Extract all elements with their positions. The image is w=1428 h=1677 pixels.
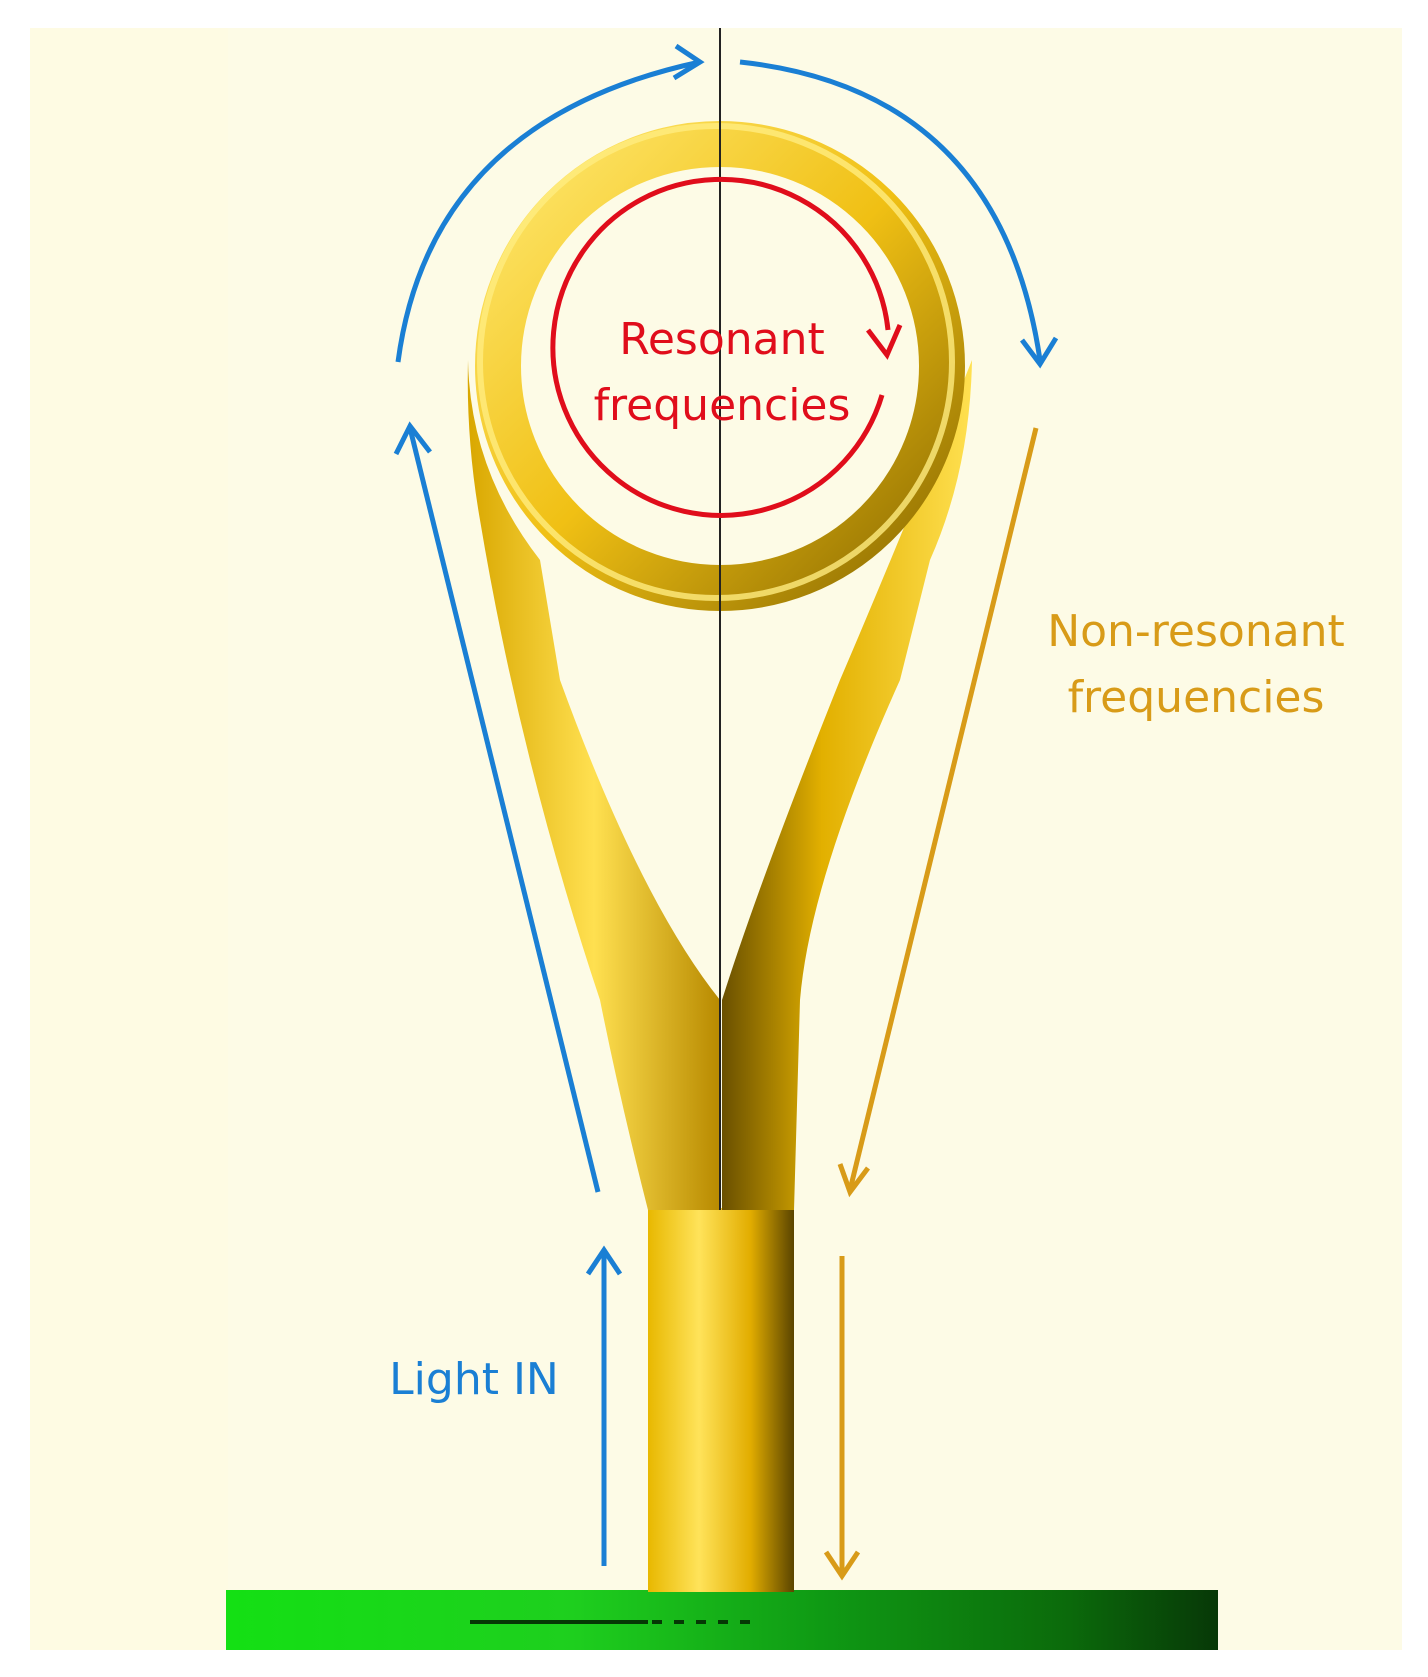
blue-arc-left-head xyxy=(672,43,705,81)
orange-diagonal-arrow xyxy=(847,427,1039,1191)
blue-arc-right xyxy=(739,59,1043,361)
resonant-label-line2: frequencies xyxy=(594,380,851,431)
fiber-stem xyxy=(648,1208,794,1592)
nonresonant-label-line2: frequencies xyxy=(1068,672,1325,723)
nonresonant-label-line1: Non-resonant xyxy=(1047,606,1345,657)
orange-diagonal-arrow-head xyxy=(837,1163,870,1198)
light-in-arrow-head xyxy=(585,1245,623,1276)
left-margin-band xyxy=(30,28,228,1650)
blue-diagonal-arrow-head xyxy=(393,421,432,456)
blue-arc-left xyxy=(395,59,701,363)
resonant-arrow-head xyxy=(866,324,903,360)
blue-arc-right-head xyxy=(1020,336,1059,369)
resonant-label-line1: Resonant xyxy=(619,314,825,365)
fiber-arm-left xyxy=(467,360,720,1210)
resonant-circulation-arrow xyxy=(550,176,891,518)
light-in-label: Light IN xyxy=(389,1354,559,1405)
output-arrow-head xyxy=(823,1550,861,1581)
blue-diagonal-arrow xyxy=(407,427,601,1193)
fiber-loop-ring-highlight xyxy=(477,123,955,601)
fiber-arm-right xyxy=(722,360,972,1210)
